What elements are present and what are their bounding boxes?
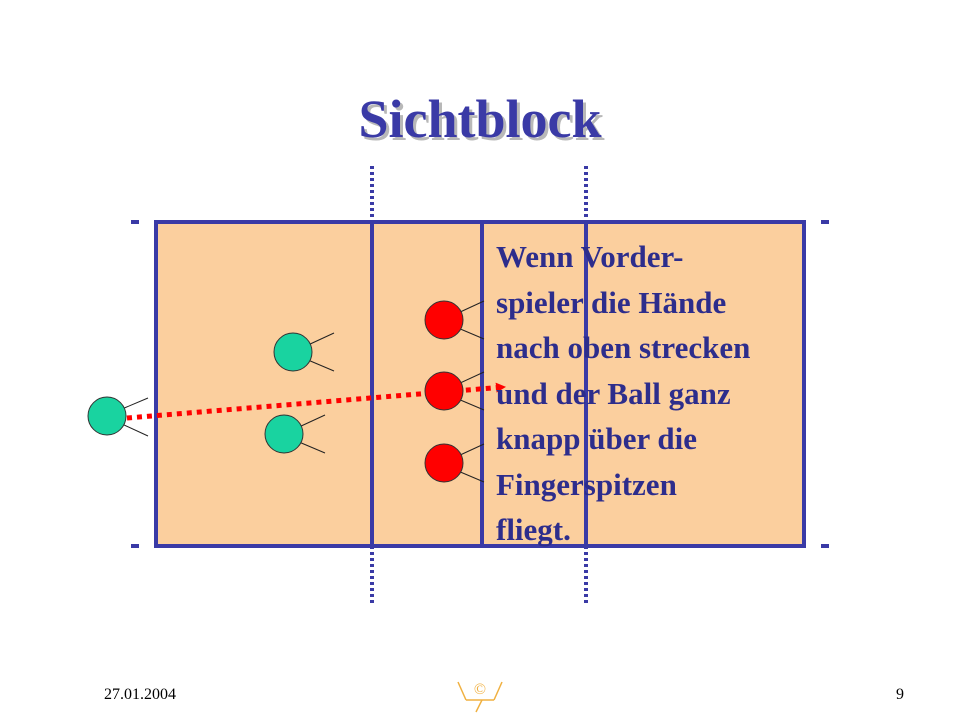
red-player-middle	[424, 371, 485, 411]
green-player-lower	[264, 414, 326, 454]
ball-path-arrow	[126, 382, 506, 421]
caption-line: und der Ball ganz	[496, 375, 731, 411]
caption-line: fliegt.	[496, 512, 571, 547]
logo-icon: ©	[457, 681, 503, 713]
red-player-bottom	[424, 443, 485, 483]
green-player-upper	[273, 332, 335, 372]
logo-mark: ©	[474, 681, 486, 698]
footer-date: 27.01.2004	[104, 686, 176, 703]
page-number: 9	[896, 686, 904, 703]
caption-line: knapp über die	[496, 421, 698, 456]
slide-title: Sichtblock	[358, 89, 602, 149]
caption-line: Wenn Vorder-	[496, 239, 684, 274]
caption: Wenn Vorder- spieler die Hände nach oben…	[496, 234, 816, 553]
caption-line: spieler die Hände	[496, 284, 727, 320]
caption-line: nach oben strecken	[496, 330, 751, 365]
red-player-top	[424, 300, 485, 340]
server-player	[87, 396, 149, 437]
caption-line: Fingerspitzen	[496, 466, 677, 502]
